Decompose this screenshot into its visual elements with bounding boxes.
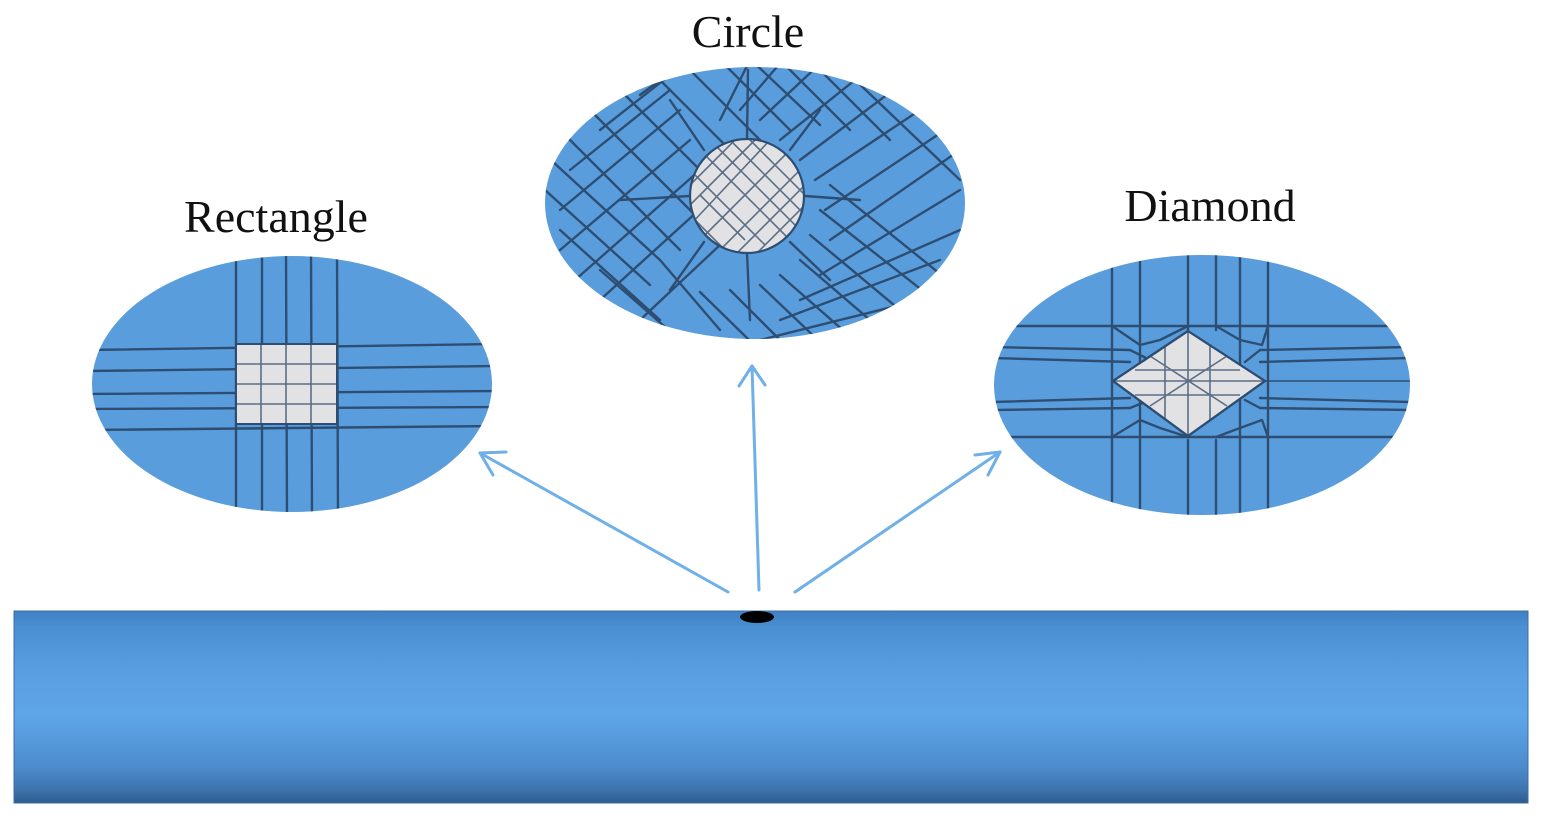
arrow-to-circle: [737, 364, 767, 592]
rectangle-label: Rectangle: [184, 191, 368, 242]
rectangle-defect-mesh: [92, 256, 492, 512]
arrow-to-diamond: [793, 450, 1002, 594]
circle-defect-mesh: [545, 67, 965, 339]
defect-spot: [740, 611, 774, 623]
pipe-body: [14, 611, 1528, 803]
circle-label: Circle: [692, 6, 804, 57]
arrow-to-rectangle: [478, 450, 730, 594]
pipe: [13, 610, 1529, 804]
diamond-label: Diamond: [1124, 180, 1295, 231]
diamond-defect-mesh: [994, 255, 1410, 515]
